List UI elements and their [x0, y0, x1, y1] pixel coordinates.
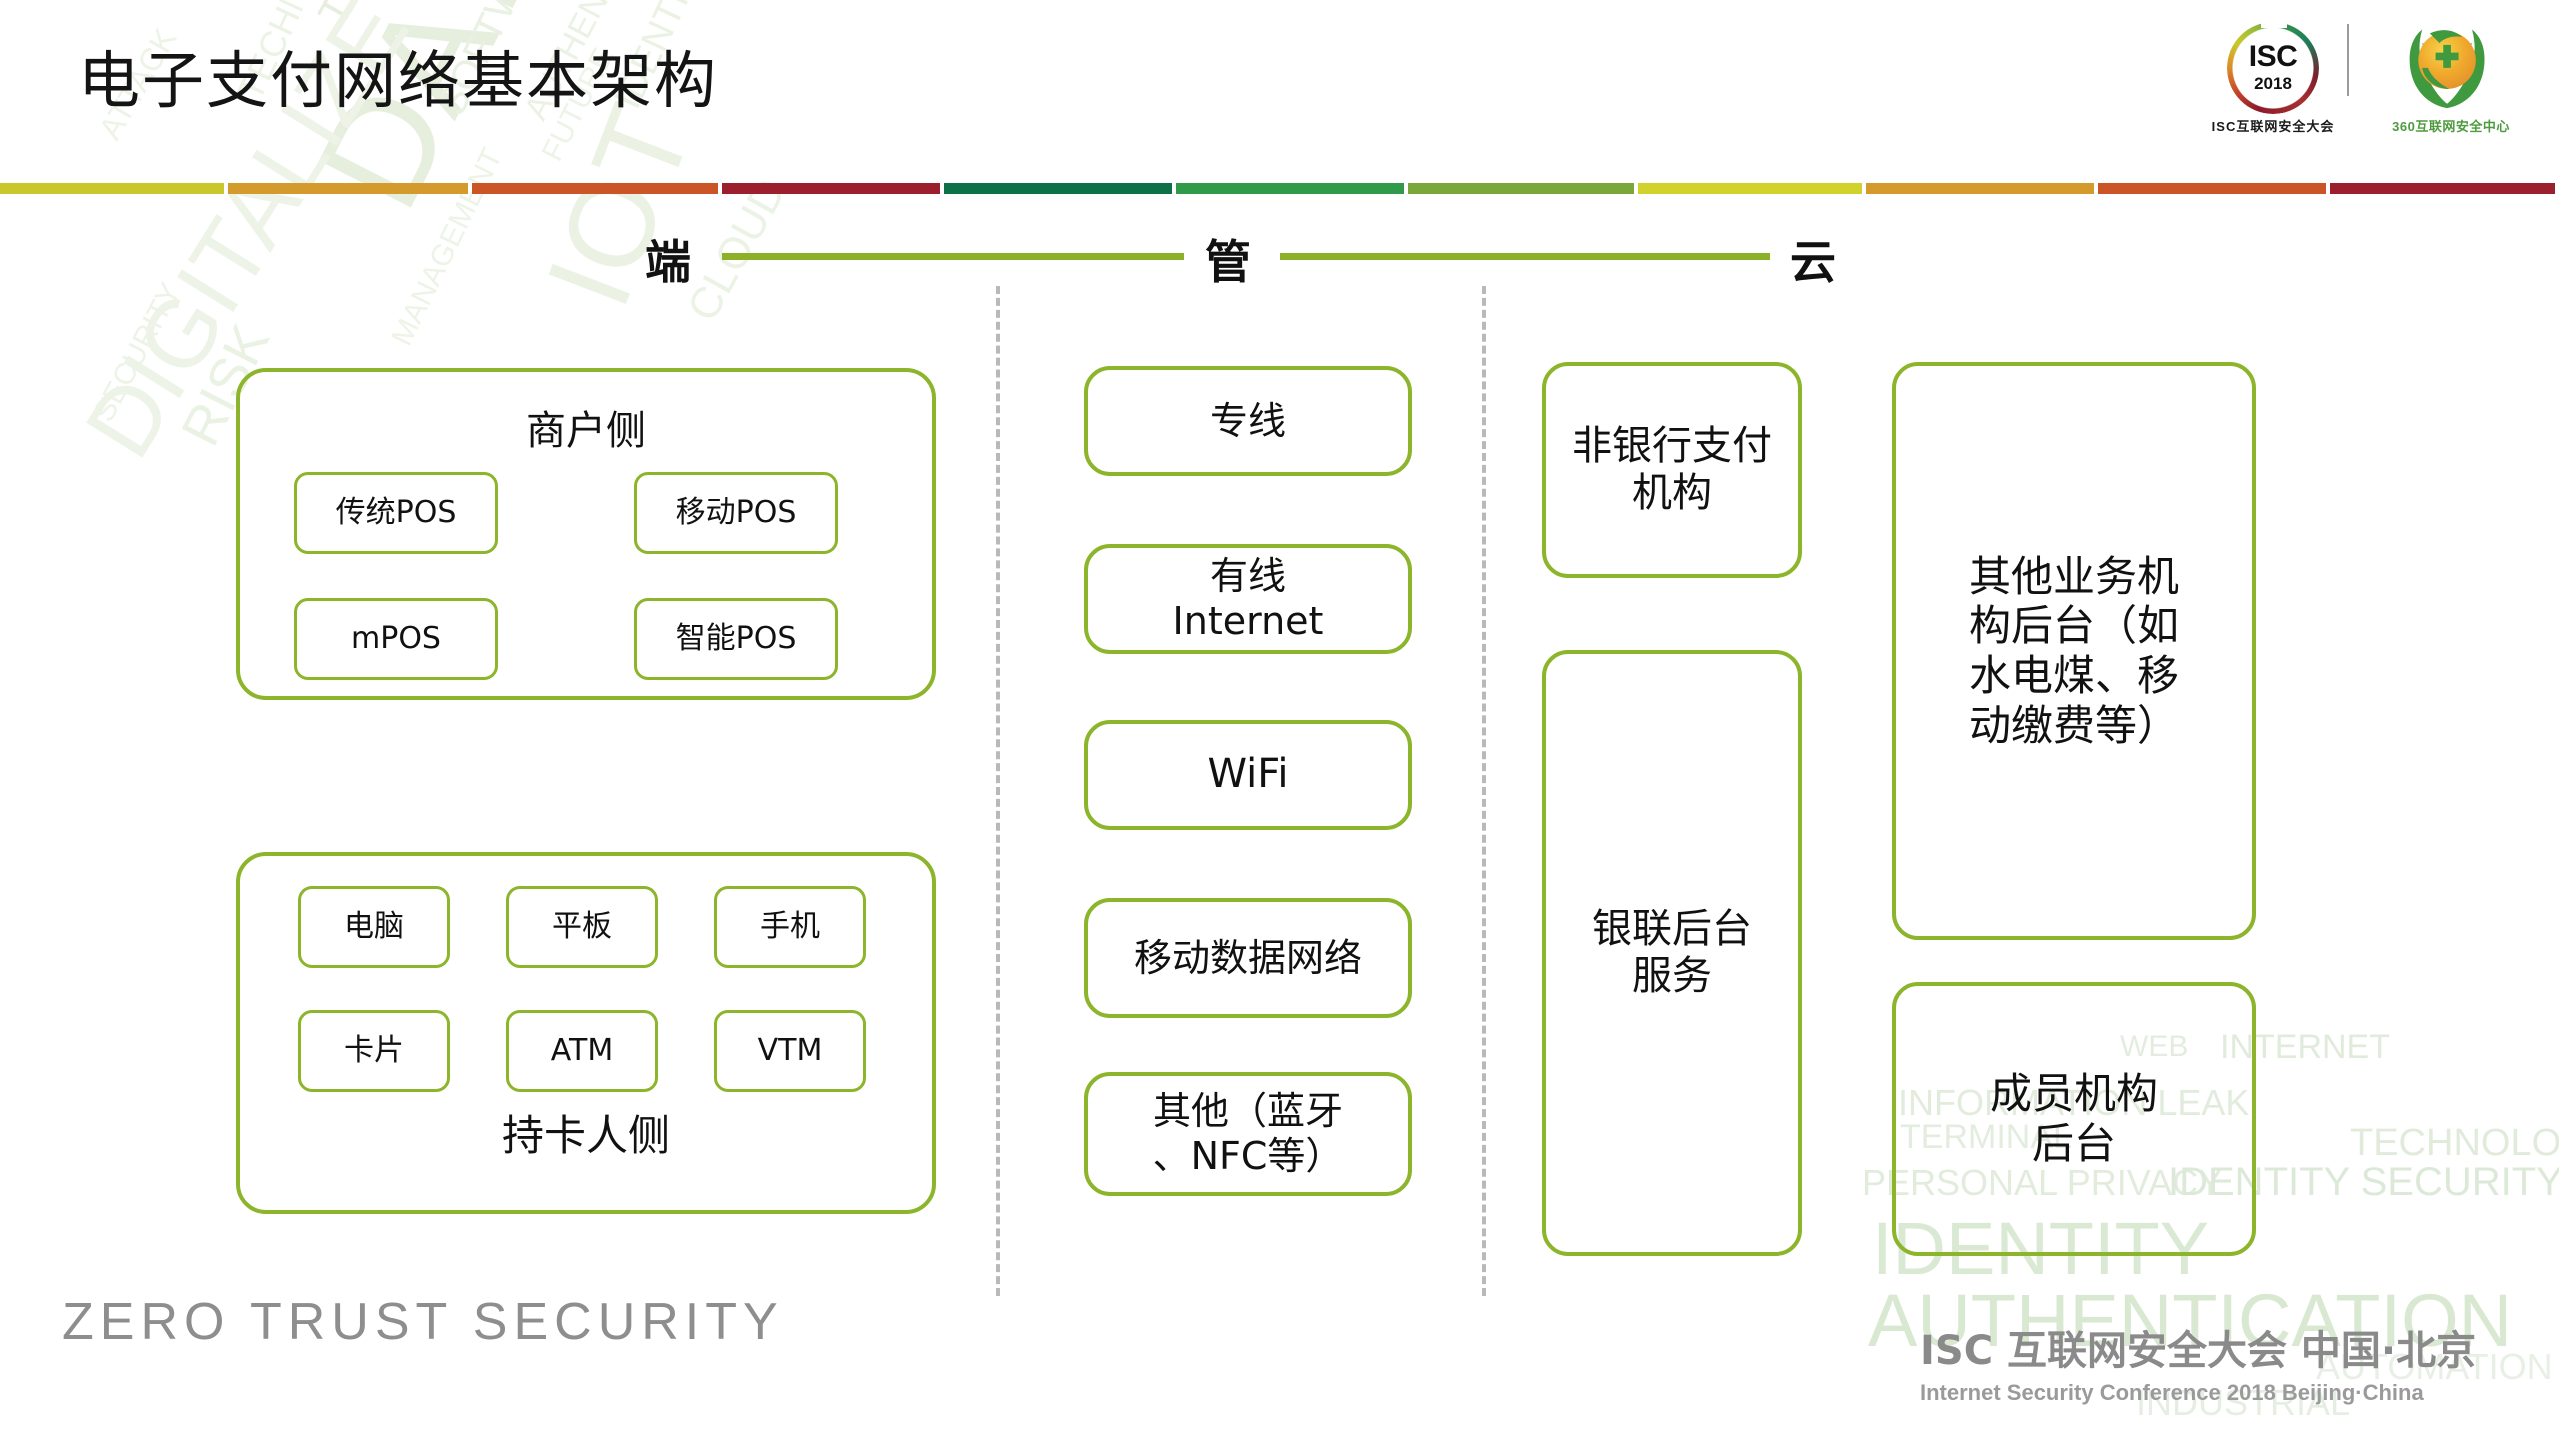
isc-logo-caption: ISC互联网安全大会 — [2211, 119, 2335, 134]
column-separator-2 — [1482, 286, 1486, 1296]
color-bar-segment — [943, 183, 1172, 194]
color-bar-segment — [721, 183, 940, 194]
color-bar-segment — [1175, 183, 1404, 194]
cardholder-item-0[interactable]: 电脑 — [298, 886, 450, 968]
network-item-3[interactable]: 移动数据网络 — [1084, 898, 1412, 1018]
cloud-item-1[interactable]: 银联后台 服务 — [1542, 650, 1802, 1256]
merchant-item-2[interactable]: mPOS — [294, 598, 498, 680]
watermark-word: MANAGEMENT — [385, 143, 510, 351]
cardholder-item-1[interactable]: 平板 — [506, 886, 658, 968]
cloud-item-2[interactable]: 其他业务机 构后台（如 水电煤、移 动缴费等） — [1892, 362, 2256, 940]
cloud-item-0[interactable]: 非银行支付 机构 — [1542, 362, 1802, 578]
cardholder-item-2[interactable]: 手机 — [714, 886, 866, 968]
footer-tagline: ZERO TRUST SECURITY — [62, 1293, 784, 1351]
partner-logo: 360互联网安全中心 — [2371, 16, 2531, 134]
color-bar-segment — [1407, 183, 1634, 194]
partner-logo-caption: 360互联网安全中心 — [2392, 119, 2510, 134]
color-bar-segment — [0, 183, 225, 194]
section-header-network: 管 — [1205, 235, 1251, 289]
network-item-2[interactable]: WiFi — [1084, 720, 1412, 830]
color-divider-bar — [0, 183, 2559, 194]
cardholder-item-3[interactable]: 卡片 — [298, 1010, 450, 1092]
footer-brand: ISC 互联网安全大会 中国·北京 Internet Security Conf… — [1920, 1318, 2476, 1406]
isc-logo-mark: ISC — [2248, 40, 2298, 73]
footer-brand-en: Internet Security Conference 2018 Beijin… — [1920, 1380, 2424, 1405]
isc-logo: ISC 2018 ISC互联网安全大会 — [2212, 16, 2333, 134]
network-item-4[interactable]: 其他（蓝牙 、NFC等） — [1084, 1072, 1412, 1196]
cardholder-item-4[interactable]: ATM — [506, 1010, 658, 1092]
section-connector-line-1 — [722, 253, 1184, 260]
color-bar-segment — [228, 183, 468, 194]
color-bar-segment — [1637, 183, 1862, 194]
cardholder-group-label: 持卡人侧 — [501, 1111, 670, 1160]
isc-logo-year: 2018 — [2254, 74, 2292, 93]
section-connector-line-2 — [1280, 253, 1770, 260]
color-bar-segment — [471, 183, 718, 194]
merchant-item-3[interactable]: 智能POS — [634, 598, 838, 680]
footer-brand-cn: ISC 互联网安全大会 中国·北京 — [1920, 1328, 2477, 1374]
watermark-word: CLOUD — [678, 170, 796, 330]
watermark-word: THEORY — [309, 0, 435, 33]
merchant-group-box — [236, 368, 936, 700]
cardholder-group-box — [236, 852, 936, 1214]
merchant-item-0[interactable]: 传统POS — [294, 472, 498, 554]
merchant-group-label: 商户侧 — [526, 408, 646, 454]
logo-divider — [2347, 24, 2349, 96]
logo-group: ISC 2018 ISC互联网安全大会 — [2212, 16, 2531, 134]
column-separator-1 — [996, 286, 1000, 1296]
cloud-item-3[interactable]: 成员机构 后台 — [1892, 982, 2256, 1256]
color-bar-segment — [1865, 183, 2094, 194]
merchant-item-1[interactable]: 移动POS — [634, 472, 838, 554]
color-bar-segment — [2097, 183, 2326, 194]
section-header-device: 端 — [645, 235, 691, 289]
color-bar-segment — [2329, 183, 2556, 194]
network-item-1[interactable]: 有线 Internet — [1084, 544, 1412, 654]
section-header-cloud: 云 — [1790, 235, 1836, 289]
cardholder-item-5[interactable]: VTM — [714, 1010, 866, 1092]
watermark-word: SECURITY — [87, 277, 188, 428]
watermark-word: TECHNOLOGY — [2350, 1122, 2559, 1164]
360-shield-emblem-icon — [2409, 29, 2485, 109]
page-title: 电子支付网络基本架构 — [78, 44, 719, 117]
network-item-0[interactable]: 专线 — [1084, 366, 1412, 476]
